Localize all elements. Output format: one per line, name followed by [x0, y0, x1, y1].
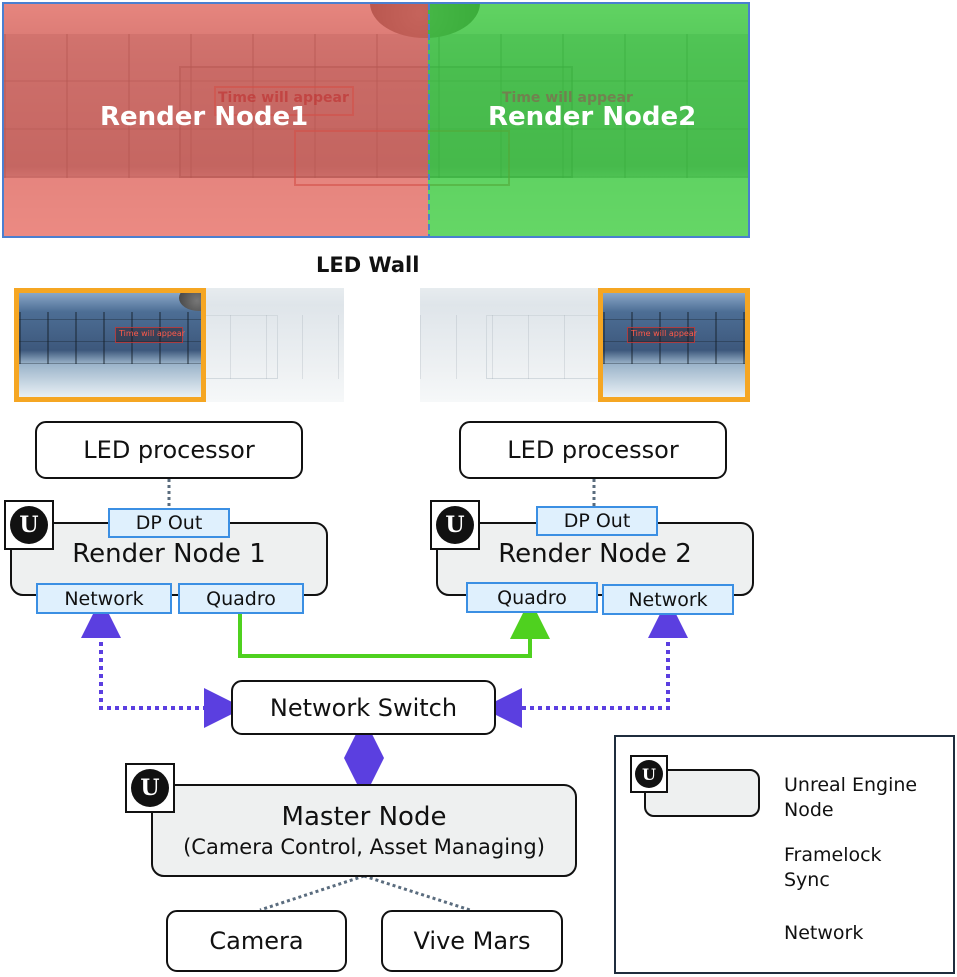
render-node1-label: Render Node1 [100, 102, 309, 132]
led-output-thumbnail-right: Time will appear [420, 288, 750, 402]
framelock-link [238, 599, 550, 658]
legend-unreal-engine-node: Unreal Engine Node [784, 774, 918, 821]
legend: U Unreal Engine Node Framelock Sync Netw… [614, 735, 955, 974]
led-wall-render: Time will appear Time will appear Render… [2, 2, 750, 238]
master-node-subtitle: (Camera Control, Asset Managing) [183, 834, 545, 859]
unreal-engine-logo-icon: U [630, 755, 668, 793]
legend-network: Network [784, 922, 864, 944]
master-node-title: Master Node [281, 802, 447, 833]
led-output-thumbnail-left: Time will appear [14, 288, 344, 402]
render-node2-region [428, 4, 748, 236]
render-node-2-network-port: Network [602, 584, 734, 615]
led-processor-right: LED processor [459, 421, 727, 479]
render-node-1-quadro-port: Quadro [178, 583, 304, 614]
vive-mars-device: Vive Mars [381, 910, 563, 972]
unreal-engine-logo-icon: U [4, 500, 54, 550]
render-node-2-label: Render Node 2 [498, 539, 692, 569]
master-node: Master Node (Camera Control, Asset Manag… [151, 784, 577, 877]
time-sign-text-right: Time will appear [502, 90, 633, 106]
led-processor-left: LED processor [35, 421, 303, 479]
camera-link [259, 874, 365, 912]
render-node-1-network-port: Network [36, 583, 172, 614]
network-link-left [81, 598, 244, 728]
legend-framelock-sync: Framelock Sync [784, 844, 882, 891]
render-node2-label: Render Node2 [488, 102, 697, 132]
unreal-engine-logo-icon: U [430, 500, 480, 550]
render-node1-region [4, 4, 428, 236]
led-wall-title: LED Wall [316, 253, 420, 277]
network-switch: Network Switch [231, 680, 496, 735]
network-link-right [482, 598, 688, 728]
render-node-2-quadro-port: Quadro [466, 582, 598, 613]
time-sign-text-left: Time will appear [218, 90, 349, 106]
unreal-engine-logo-icon: U [125, 763, 175, 813]
active-output-highlight-left: Time will appear [14, 288, 206, 402]
camera-device: Camera [166, 910, 347, 972]
render-node-1-label: Render Node 1 [72, 539, 266, 569]
wall-split-line [428, 4, 430, 236]
render-node-2-dp-out-port: DP Out [536, 506, 658, 536]
render-node-1-dp-out-port: DP Out [108, 508, 230, 538]
active-output-highlight-right: Time will appear [598, 288, 750, 402]
vive-link [363, 874, 471, 912]
